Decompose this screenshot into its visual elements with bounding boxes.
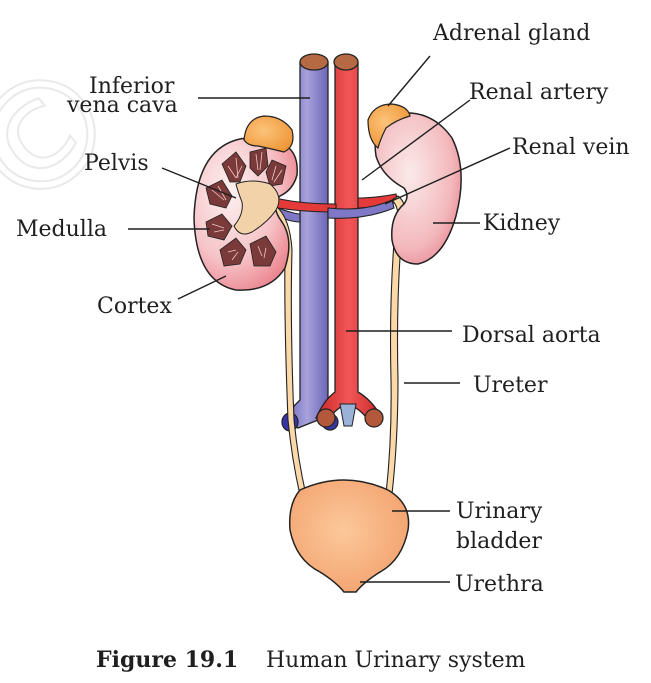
label-renal-artery: Renal artery xyxy=(469,80,609,105)
label-urethra: Urethra xyxy=(455,572,544,597)
right-renal-vessels xyxy=(327,193,399,219)
renal-pelvis xyxy=(233,180,280,235)
pyramid-striations xyxy=(211,151,283,261)
caption-figure-number: Figure 19.1 xyxy=(96,647,238,673)
left-adrenal-gland xyxy=(243,115,294,153)
label-inferior-vena-cava-line2: vena cava xyxy=(66,93,178,118)
label-medulla: Medulla xyxy=(16,217,107,242)
dorsal-aorta xyxy=(315,53,384,428)
label-pelvis: Pelvis xyxy=(84,151,149,176)
sectioned-kidney xyxy=(193,137,298,291)
label-urinary-bladder-line1: Urinary xyxy=(456,499,543,524)
label-cortex: Cortex xyxy=(97,294,172,319)
label-dorsal-aorta: Dorsal aorta xyxy=(462,323,601,348)
urinary-bladder xyxy=(288,479,410,593)
label-kidney: Kidney xyxy=(483,211,561,236)
label-inferior-vena-cava-line1: Inferior xyxy=(89,74,175,99)
label-urinary-bladder-line2: bladder xyxy=(456,529,542,554)
medulla-pyramids xyxy=(205,147,287,267)
figure-caption: Figure 19.1 Human Urinary system xyxy=(96,647,526,673)
leader-lines xyxy=(128,55,511,583)
label-renal-vein: Renal vein xyxy=(512,135,630,160)
caption-title: Human Urinary system xyxy=(266,648,526,673)
label-adrenal-gland: Adrenal gland xyxy=(432,21,590,46)
label-ureter: Ureter xyxy=(473,373,548,398)
